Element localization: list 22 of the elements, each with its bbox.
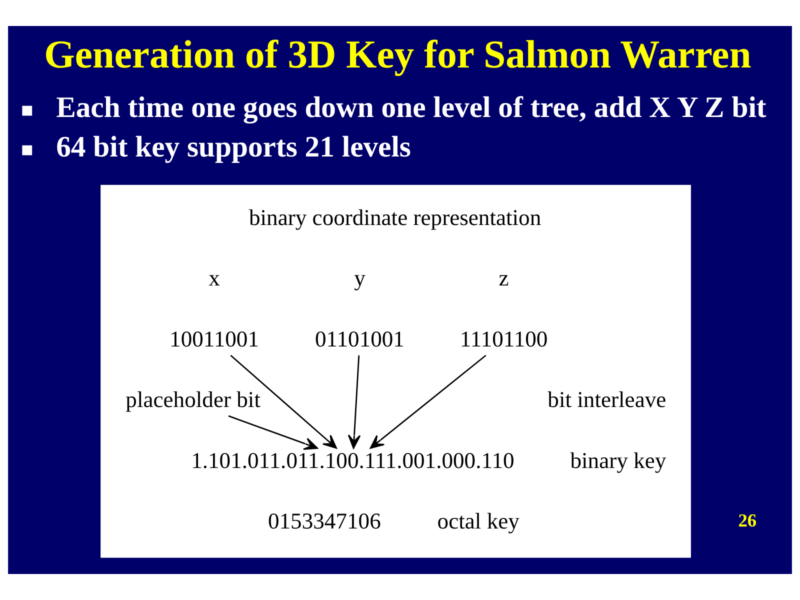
label: 26 xyxy=(738,510,757,531)
arrow xyxy=(370,354,486,449)
node-label: x xyxy=(208,266,220,291)
label: 64 bit key supports 21 levels xyxy=(56,131,411,164)
arrow xyxy=(228,415,318,450)
arrow xyxy=(230,354,337,449)
label: Each time one goes down one level of tree, add X Y Z bit xyxy=(56,92,766,124)
node-text: 10011001 xyxy=(170,326,260,352)
node-label: binary key xyxy=(570,448,666,473)
arrow xyxy=(348,355,361,449)
node-text: 1.101.011.011.100.111.001.000.110 xyxy=(191,448,514,473)
label: 0153347106 xyxy=(268,508,381,534)
node-text: placeholder bit xyxy=(126,387,260,412)
label: binary coordinate representation xyxy=(248,204,542,230)
node-label: z xyxy=(498,266,509,291)
label: octal key xyxy=(437,508,520,534)
label: bit interleave xyxy=(548,387,666,412)
cluster xyxy=(100,184,691,558)
node-label: y xyxy=(354,266,366,291)
node-text: 11101100 xyxy=(460,326,548,352)
node-text: 01101001 xyxy=(315,326,404,352)
diagram-title: Generation of 3D Key for Salmon Warren xyxy=(44,32,752,77)
